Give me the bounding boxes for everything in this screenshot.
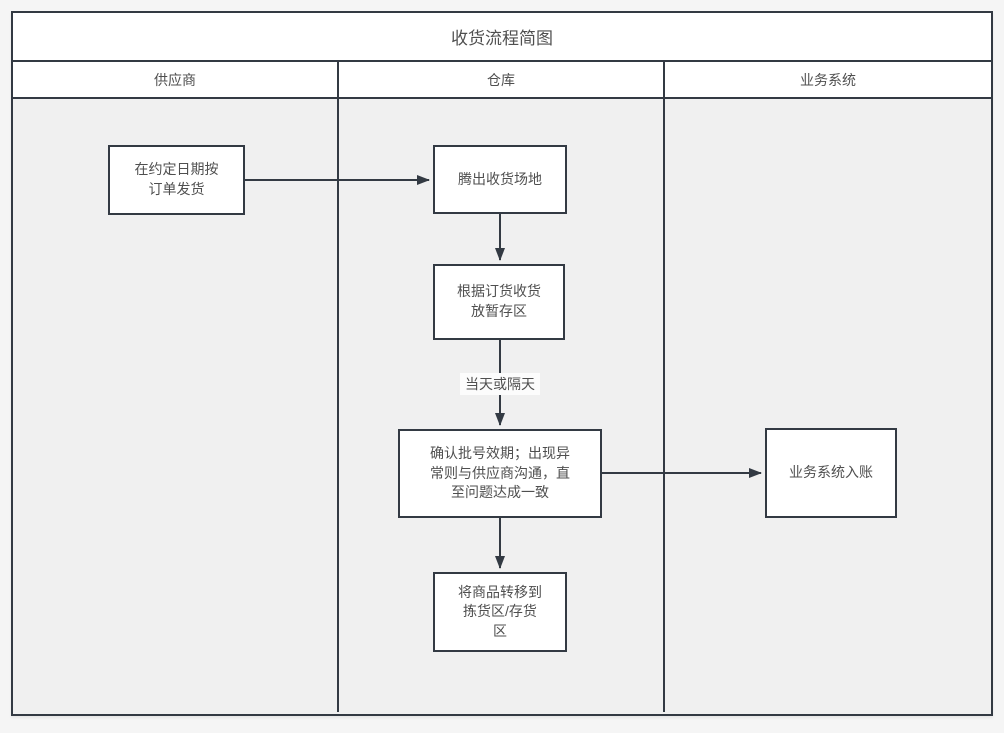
edge-label-same-day-or-next: 当天或隔天 — [460, 373, 540, 395]
node-receive-to-staging[interactable]: 根据订货收货 放暂存区 — [433, 264, 565, 340]
lane-header-row: 供应商 仓库 业务系统 — [13, 62, 991, 99]
lane-header-supplier: 供应商 — [13, 62, 339, 99]
lane-header-business-system: 业务系统 — [665, 62, 991, 99]
node-confirm-batch-validity[interactable]: 确认批号效期；出现异 常则与供应商沟通，直 至问题达成一致 — [398, 429, 602, 518]
node-system-booking[interactable]: 业务系统入账 — [765, 428, 897, 518]
lane-header-warehouse: 仓库 — [339, 62, 665, 99]
lane-business-system — [665, 99, 991, 712]
node-transfer-to-picking-area[interactable]: 将商品转移到 拣货区/存货 区 — [433, 572, 567, 652]
node-ship-on-date[interactable]: 在约定日期按 订单发货 — [108, 145, 245, 215]
node-clear-receiving-area[interactable]: 腾出收货场地 — [433, 145, 567, 214]
diagram-title: 收货流程简图 — [13, 13, 991, 62]
